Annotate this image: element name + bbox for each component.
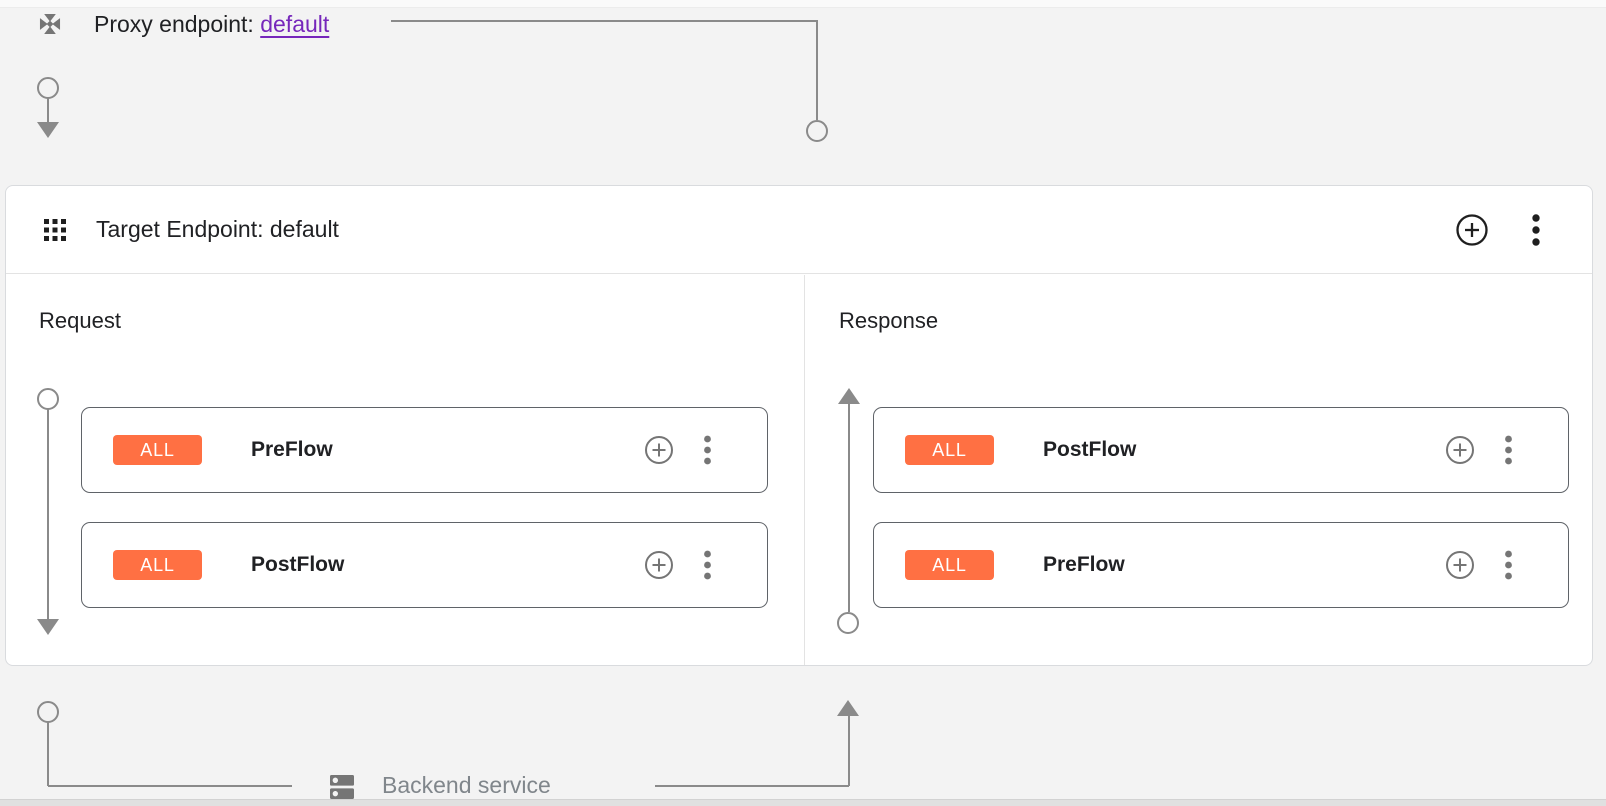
add-circle-icon bbox=[645, 551, 673, 579]
flow-row-request-preflow[interactable]: ALL PreFlow bbox=[81, 407, 768, 493]
backend-service-label: Backend service bbox=[382, 772, 551, 798]
flow-name: PreFlow bbox=[1043, 553, 1125, 576]
column-divider bbox=[804, 275, 805, 665]
flow-row-response-preflow[interactable]: ALL PreFlow bbox=[873, 522, 1569, 608]
return-line-horizontal bbox=[655, 785, 849, 787]
target-endpoint-card: Target Endpoint: default bbox=[5, 185, 1593, 666]
add-policy-button[interactable] bbox=[643, 549, 675, 581]
flow-more-options-button[interactable] bbox=[1492, 434, 1524, 466]
kebab-menu-icon bbox=[1532, 213, 1540, 246]
connector-proxy-horizontal bbox=[391, 20, 818, 22]
add-circle-icon bbox=[1446, 551, 1474, 579]
response-panel-title: Response bbox=[839, 308, 939, 333]
outbound-line-horizontal bbox=[48, 785, 292, 787]
outbound-circle bbox=[37, 701, 59, 723]
add-policy-button[interactable] bbox=[1444, 549, 1476, 581]
flow-row-actions bbox=[643, 434, 723, 466]
flow-name: PostFlow bbox=[1043, 438, 1137, 461]
condition-badge: ALL bbox=[113, 550, 202, 580]
outbound-line-vertical bbox=[47, 721, 49, 786]
flow-more-options-button[interactable] bbox=[691, 434, 723, 466]
target-endpoint-title: Target Endpoint: default bbox=[96, 216, 339, 242]
kebab-menu-icon bbox=[703, 550, 711, 580]
connector-proxy-vertical bbox=[816, 20, 818, 120]
add-circle-icon bbox=[1446, 436, 1474, 464]
flow-name: PreFlow bbox=[251, 438, 333, 461]
backend-service-icon bbox=[330, 775, 354, 799]
kebab-menu-icon bbox=[1504, 435, 1512, 465]
condition-badge: ALL bbox=[905, 435, 994, 465]
add-circle-icon bbox=[645, 436, 673, 464]
header-actions bbox=[1454, 212, 1554, 248]
connector-inbound-line bbox=[47, 98, 49, 123]
flow-more-options-button[interactable] bbox=[691, 549, 723, 581]
condition-badge: ALL bbox=[905, 550, 994, 580]
flow-row-actions bbox=[1444, 549, 1524, 581]
proxy-endpoint-bar: Proxy endpoint: default bbox=[36, 8, 329, 40]
flow-row-response-postflow[interactable]: ALL PostFlow bbox=[873, 407, 1569, 493]
target-endpoint-header: Target Endpoint: default bbox=[6, 186, 1592, 274]
proxy-endpoint-link[interactable]: default bbox=[260, 10, 330, 37]
kebab-menu-icon bbox=[1504, 550, 1512, 580]
proxy-endpoint-label: Proxy endpoint: default bbox=[94, 11, 329, 38]
add-policy-button[interactable] bbox=[1444, 434, 1476, 466]
endpoint-more-options-button[interactable] bbox=[1518, 212, 1554, 248]
add-policy-button[interactable] bbox=[643, 434, 675, 466]
connector-proxy-terminal-circle bbox=[806, 120, 828, 142]
grid-icon bbox=[44, 218, 66, 241]
flow-row-actions bbox=[643, 549, 723, 581]
flow-row-actions bbox=[1444, 434, 1524, 466]
request-flow-line bbox=[47, 409, 49, 619]
add-circle-icon bbox=[1456, 213, 1488, 246]
converging-arrows-icon bbox=[39, 13, 61, 35]
request-panel-title: Request bbox=[39, 308, 121, 333]
condition-badge: ALL bbox=[113, 435, 202, 465]
add-endpoint-button[interactable] bbox=[1454, 212, 1490, 248]
bottom-edge-strip bbox=[0, 799, 1606, 806]
response-flow-line bbox=[848, 404, 850, 612]
response-flow-arrow bbox=[838, 388, 860, 404]
flow-row-request-postflow[interactable]: ALL PostFlow bbox=[81, 522, 768, 608]
flow-name: PostFlow bbox=[251, 553, 345, 576]
kebab-menu-icon bbox=[703, 435, 711, 465]
request-flow-arrow bbox=[37, 619, 59, 635]
top-edge-strip bbox=[0, 0, 1606, 8]
proxy-endpoint-label-text: Proxy endpoint: bbox=[94, 10, 254, 37]
response-flow-start-circle bbox=[837, 612, 859, 634]
request-flow-start-circle bbox=[37, 388, 59, 410]
flow-more-options-button[interactable] bbox=[1492, 549, 1524, 581]
return-line-vertical bbox=[848, 716, 850, 786]
return-arrow bbox=[837, 700, 859, 716]
connector-inbound-circle bbox=[37, 77, 59, 99]
connector-inbound-arrow bbox=[37, 122, 59, 138]
